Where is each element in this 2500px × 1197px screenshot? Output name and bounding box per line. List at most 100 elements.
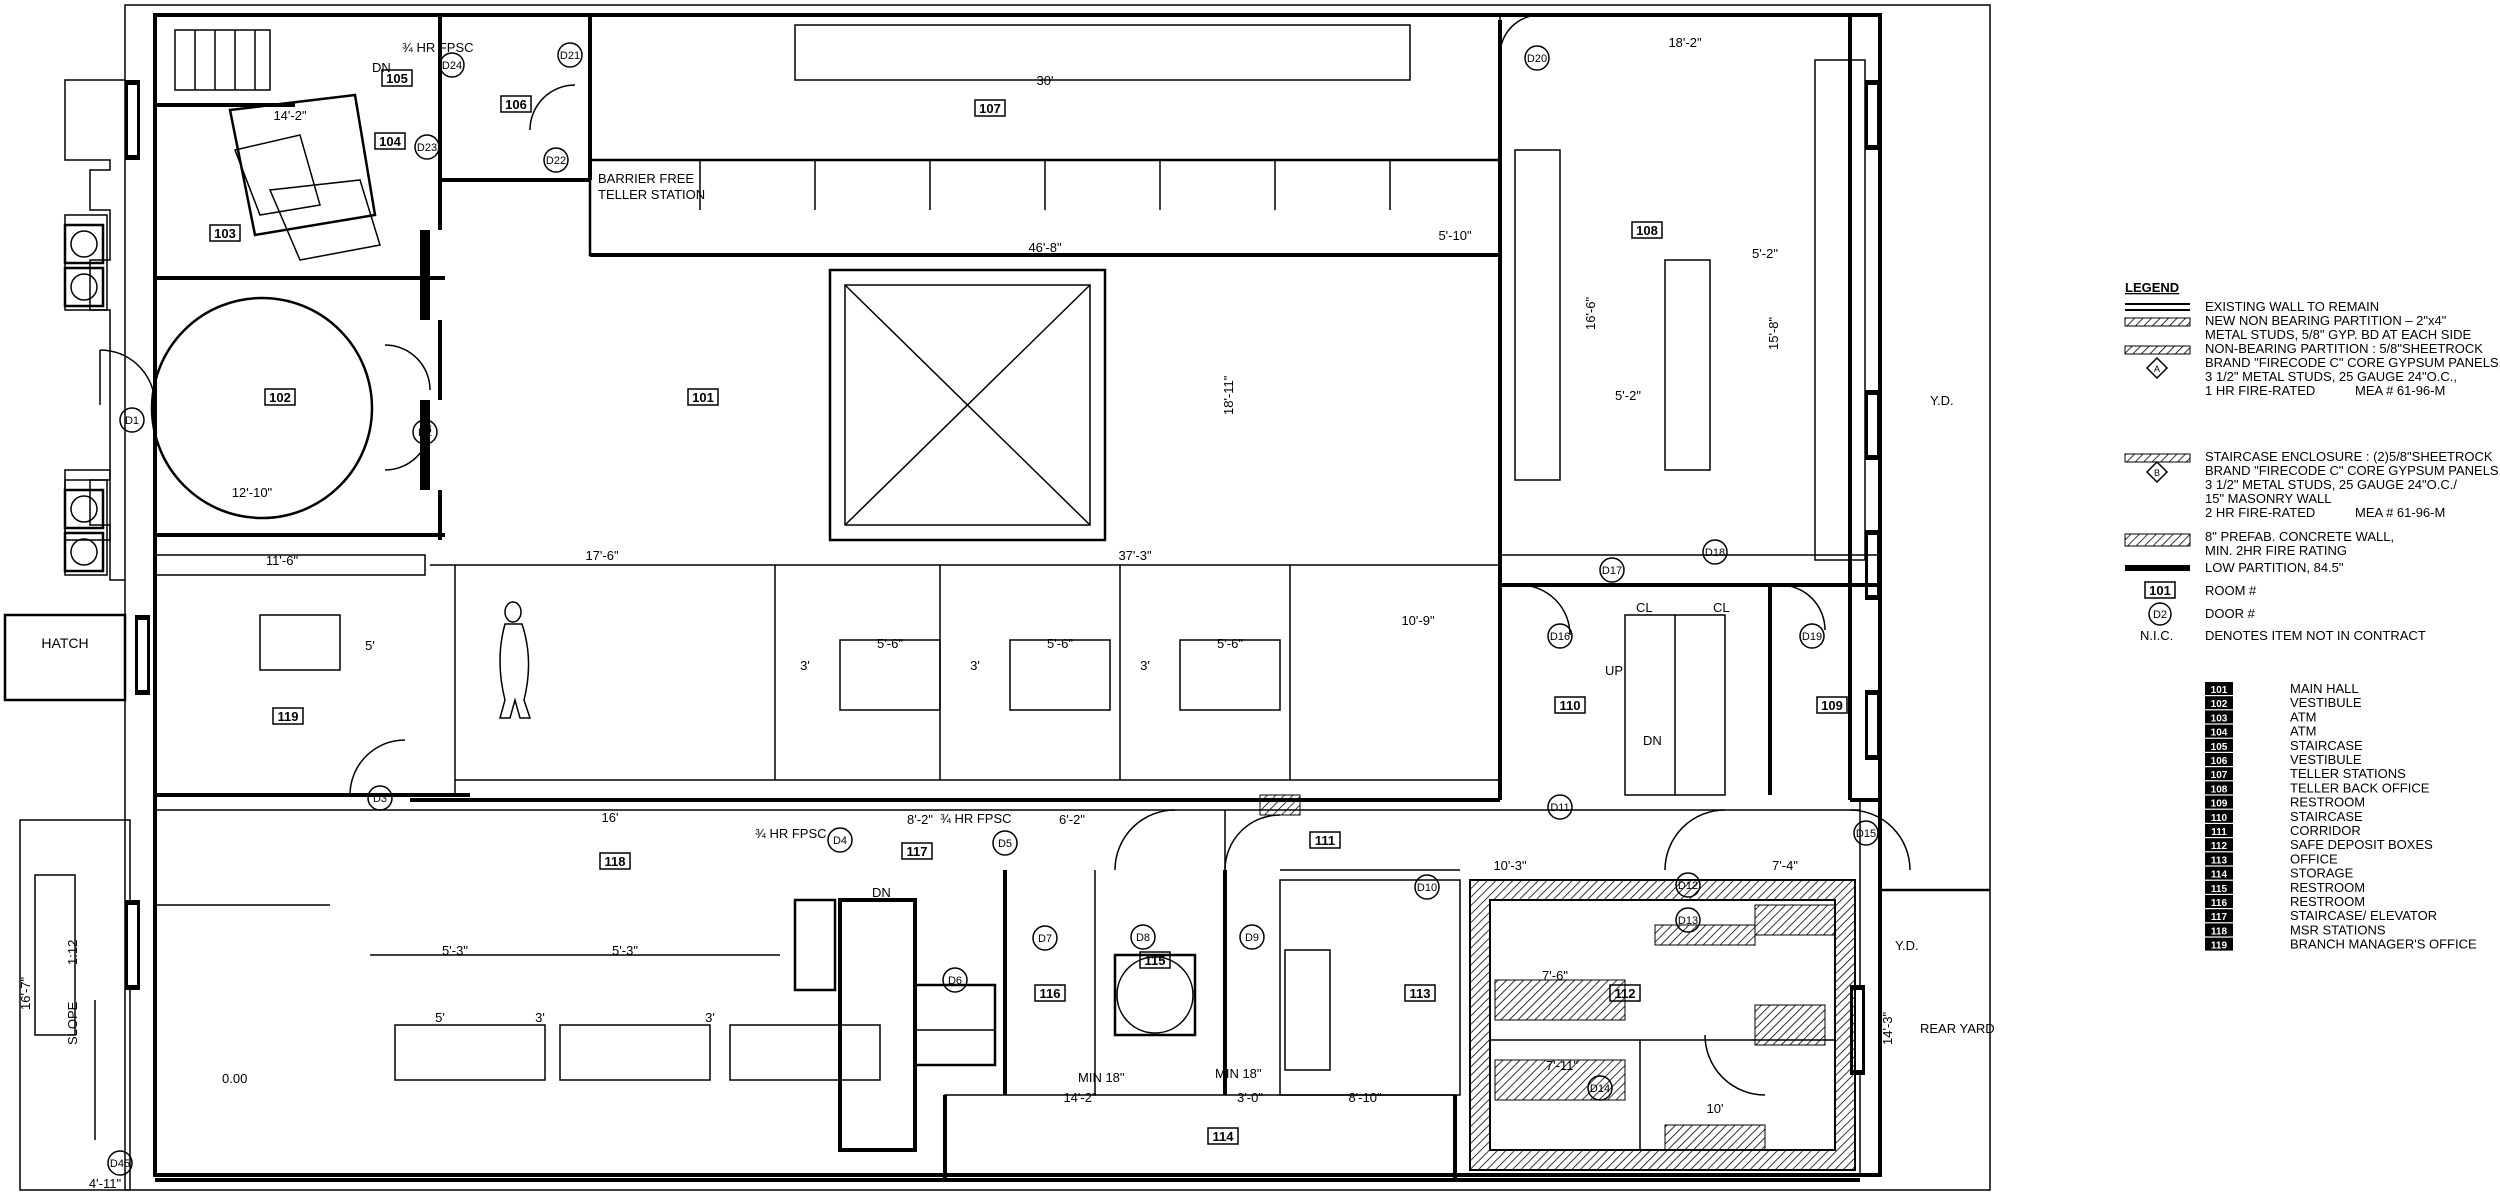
svg-text:3': 3' (535, 1010, 545, 1025)
schedule-room-name: STAIRCASE/ ELEVATOR (2290, 908, 2437, 923)
schedule-room-number: 117 (2211, 912, 2228, 923)
yd-label-1: Y.D. (1930, 393, 1954, 408)
svg-text:MEA # 61-96-M: MEA # 61-96-M (2355, 383, 2445, 398)
door-tag-d45: D45 (107, 1150, 133, 1176)
room-tag-106: 106 (500, 95, 532, 113)
svg-text:115: 115 (1145, 953, 1166, 968)
svg-text:D5: D5 (998, 838, 1012, 850)
svg-text:D11: D11 (1550, 802, 1569, 814)
closet-label-1: CL (1636, 600, 1653, 615)
schedule-room-number: 102 (2211, 699, 2228, 710)
room-tag-102: 102 (264, 388, 296, 406)
schedule-row: 117 STAIRCASE/ ELEVATOR (2205, 908, 2437, 923)
door-tag-d18: D18 (1702, 539, 1728, 565)
door-tag-d22: D22 (543, 147, 569, 173)
schedule-tag-box (2205, 923, 2233, 937)
svg-text:D19: D19 (1802, 631, 1822, 643)
door-tag-d20: D20 (1524, 45, 1550, 71)
schedule-room-number: 110 (2211, 813, 2228, 824)
svg-text:12'-10": 12'-10" (232, 485, 273, 500)
schedule-room-name: TELLER STATIONS (2290, 766, 2406, 781)
svg-text:DENOTES ITEM NOT IN CONTRACT: DENOTES ITEM NOT IN CONTRACT (2205, 628, 2426, 643)
schedule-tag-box (2205, 809, 2233, 823)
schedule-room-number: 104 (2211, 728, 2228, 739)
svg-text:111: 111 (1315, 833, 1335, 848)
room-tag-103: 103 (209, 224, 241, 242)
room-tag-116: 116 (1034, 984, 1066, 1002)
schedule-room-name: SAFE DEPOSIT BOXES (2290, 837, 2433, 852)
room-tag-118: 118 (599, 852, 631, 870)
min18-label-1: MIN 18" (1078, 1070, 1125, 1085)
svg-text:8'-10": 8'-10" (1348, 1090, 1382, 1105)
svg-text:D2: D2 (418, 427, 432, 439)
hatch-box (3, 613, 127, 702)
svg-text:D17: D17 (1602, 565, 1622, 577)
svg-text:3': 3' (800, 658, 810, 673)
svg-text:3'-0": 3'-0" (1237, 1090, 1263, 1105)
door-tag-d4: D4 (827, 827, 853, 853)
schedule-room-number: 112 (2211, 841, 2228, 852)
svg-text:5'-2": 5'-2" (1615, 388, 1641, 403)
schedule-room-number: 113 (2211, 855, 2228, 866)
svg-text:5': 5' (435, 1010, 445, 1025)
svg-text:MIN. 2HR FIRE RATING: MIN. 2HR FIRE RATING (2205, 543, 2347, 558)
room-tag-104: 104 (374, 132, 406, 150)
svg-text:116: 116 (1040, 986, 1061, 1001)
door-tag-d5: D5 (992, 830, 1018, 856)
teller-station-label: TELLER STATION (598, 187, 705, 202)
svg-text:113: 113 (1410, 986, 1431, 1001)
svg-text:5'-3": 5'-3" (442, 943, 468, 958)
svg-text:5'-6": 5'-6" (877, 636, 903, 651)
legend: LEGEND EXISTING WALL TO REMAIN NEW NON B… (2124, 280, 2500, 643)
svg-text:D2: D2 (2153, 609, 2167, 621)
svg-text:4'-11": 4'-11" (89, 1176, 122, 1191)
legend-title: LEGEND (2125, 280, 2179, 295)
elevation-label: 0.00 (222, 1071, 247, 1086)
room-tag-113: 113 (1404, 984, 1436, 1002)
door-tags: D1 D2 D3 D4 D5 D6 D7 D8 D9 D10 D11 D12 D… (107, 42, 1879, 1176)
svg-text:D14: D14 (1590, 1083, 1610, 1095)
schedule-room-number: 116 (2211, 898, 2228, 909)
skylight (828, 268, 1107, 542)
schedule-room-number: 114 (2211, 870, 2228, 881)
slope-label: SLOPE (65, 1001, 80, 1045)
svg-text:2 HR FIRE-RATED: 2 HR FIRE-RATED (2205, 505, 2315, 520)
svg-text:STAIRCASE ENCLOSURE : (2)5/8"S: STAIRCASE ENCLOSURE : (2)5/8"SHEETROCK (2205, 449, 2493, 464)
schedule-room-name: BRANCH MANAGER'S OFFICE (2290, 937, 2477, 952)
door-tag-d7: D7 (1032, 925, 1058, 951)
schedule-room-name: TELLER BACK OFFICE (2290, 780, 2430, 795)
schedule-tag-box (2205, 738, 2233, 752)
svg-text:LOW PARTITION, 84.5": LOW PARTITION, 84.5" (2205, 560, 2344, 575)
room-tag-114: 114 (1207, 1127, 1239, 1145)
door-tag-d19: D19 (1799, 623, 1825, 649)
room-tags: 101 102 103 104 105 106 107 108 109 110 … (209, 69, 1848, 1145)
svg-text:A: A (2154, 364, 2160, 374)
schedule-room-name: STORAGE (2290, 866, 2354, 881)
schedule-tag-box (2205, 895, 2233, 908)
schedule-room-name: MSR STATIONS (2290, 922, 2386, 937)
schedule-tag-box (2205, 696, 2233, 710)
schedule-room-number: 103 (2211, 713, 2228, 724)
svg-text:D15: D15 (1856, 828, 1876, 840)
svg-text:D23: D23 (417, 142, 437, 154)
svg-text:EXISTING WALL TO REMAIN: EXISTING WALL TO REMAIN (2205, 299, 2379, 314)
door-tag-d23: D23 (414, 134, 440, 160)
door-tag-d17: D17 (1599, 557, 1625, 583)
dimensions: 30' 46'-8" 18'-11" 17'-6" 37'-3" 12'-10"… (18, 35, 1895, 1191)
fpsc-label-1: ¾ HR FPSC (402, 40, 474, 55)
svg-text:15" MASONRY WALL: 15" MASONRY WALL (2205, 491, 2331, 506)
svg-text:D7: D7 (1038, 933, 1052, 945)
door-tag-d9: D9 (1239, 924, 1265, 950)
svg-text:101: 101 (2149, 583, 2171, 598)
schedule-tag-box (2205, 767, 2233, 781)
svg-text:114: 114 (1213, 1129, 1235, 1144)
svg-text:8'-2": 8'-2" (907, 812, 933, 827)
rear-yard-label: REAR YARD (1920, 1021, 1995, 1036)
svg-text:BRAND "FIRECODE C" CORE GYPSUM: BRAND "FIRECODE C" CORE GYPSUM PANELS, (2205, 355, 2500, 370)
